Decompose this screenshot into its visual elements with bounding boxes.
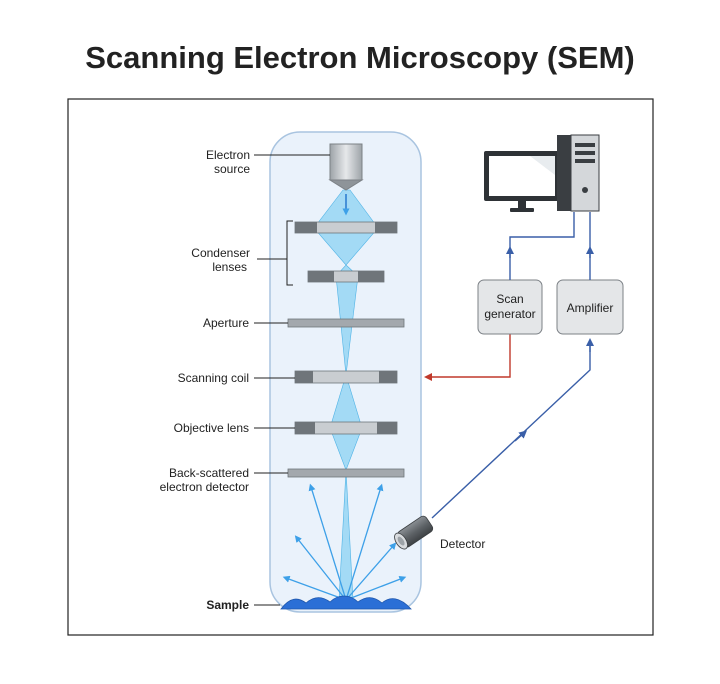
objective-lens [294, 421, 398, 435]
aperture-plate [287, 318, 405, 328]
scan-to-computer-line [509, 212, 575, 280]
label-objective-lens: Objective lens [174, 421, 249, 435]
label-bse-detector-1: Back-scattered [169, 466, 249, 480]
page-title: Scanning Electron Microscopy (SEM) [85, 40, 635, 75]
label-sample: Sample [206, 598, 249, 612]
diagram-frame [67, 98, 654, 636]
condenser-lens-lower [307, 270, 385, 283]
amplifier-label: Amplifier [567, 301, 614, 315]
condenser-lens-upper [294, 221, 398, 234]
label-detector: Detector [440, 537, 485, 551]
monitor-icon [484, 151, 560, 212]
electron-gun-icon [328, 143, 364, 191]
label-aperture: Aperture [203, 316, 249, 330]
bse-detector-plate [287, 468, 405, 478]
scanning-coil [294, 370, 398, 384]
label-scanning-coil: Scanning coil [178, 371, 249, 385]
scattered-electrons [282, 483, 407, 601]
sample-surface [280, 595, 412, 610]
scan-generator-label-2: generator [484, 307, 535, 321]
computer-tower-icon [557, 134, 600, 212]
label-electron-source-2: source [214, 162, 250, 176]
scan-generator-label-1: Scan [496, 292, 523, 306]
scan-to-coil-line [455, 334, 511, 378]
detector-signal-arrow [514, 430, 527, 442]
detector-to-amplifier-line [431, 342, 591, 519]
label-bse-detector-2: electron detector [160, 480, 249, 494]
label-condenser-lenses-1: Condenser [191, 246, 250, 260]
label-condenser-lenses-2: lenses [212, 260, 247, 274]
detector-icon [394, 515, 434, 550]
label-leaders [254, 154, 330, 606]
label-electron-source-1: Electron [206, 148, 250, 162]
